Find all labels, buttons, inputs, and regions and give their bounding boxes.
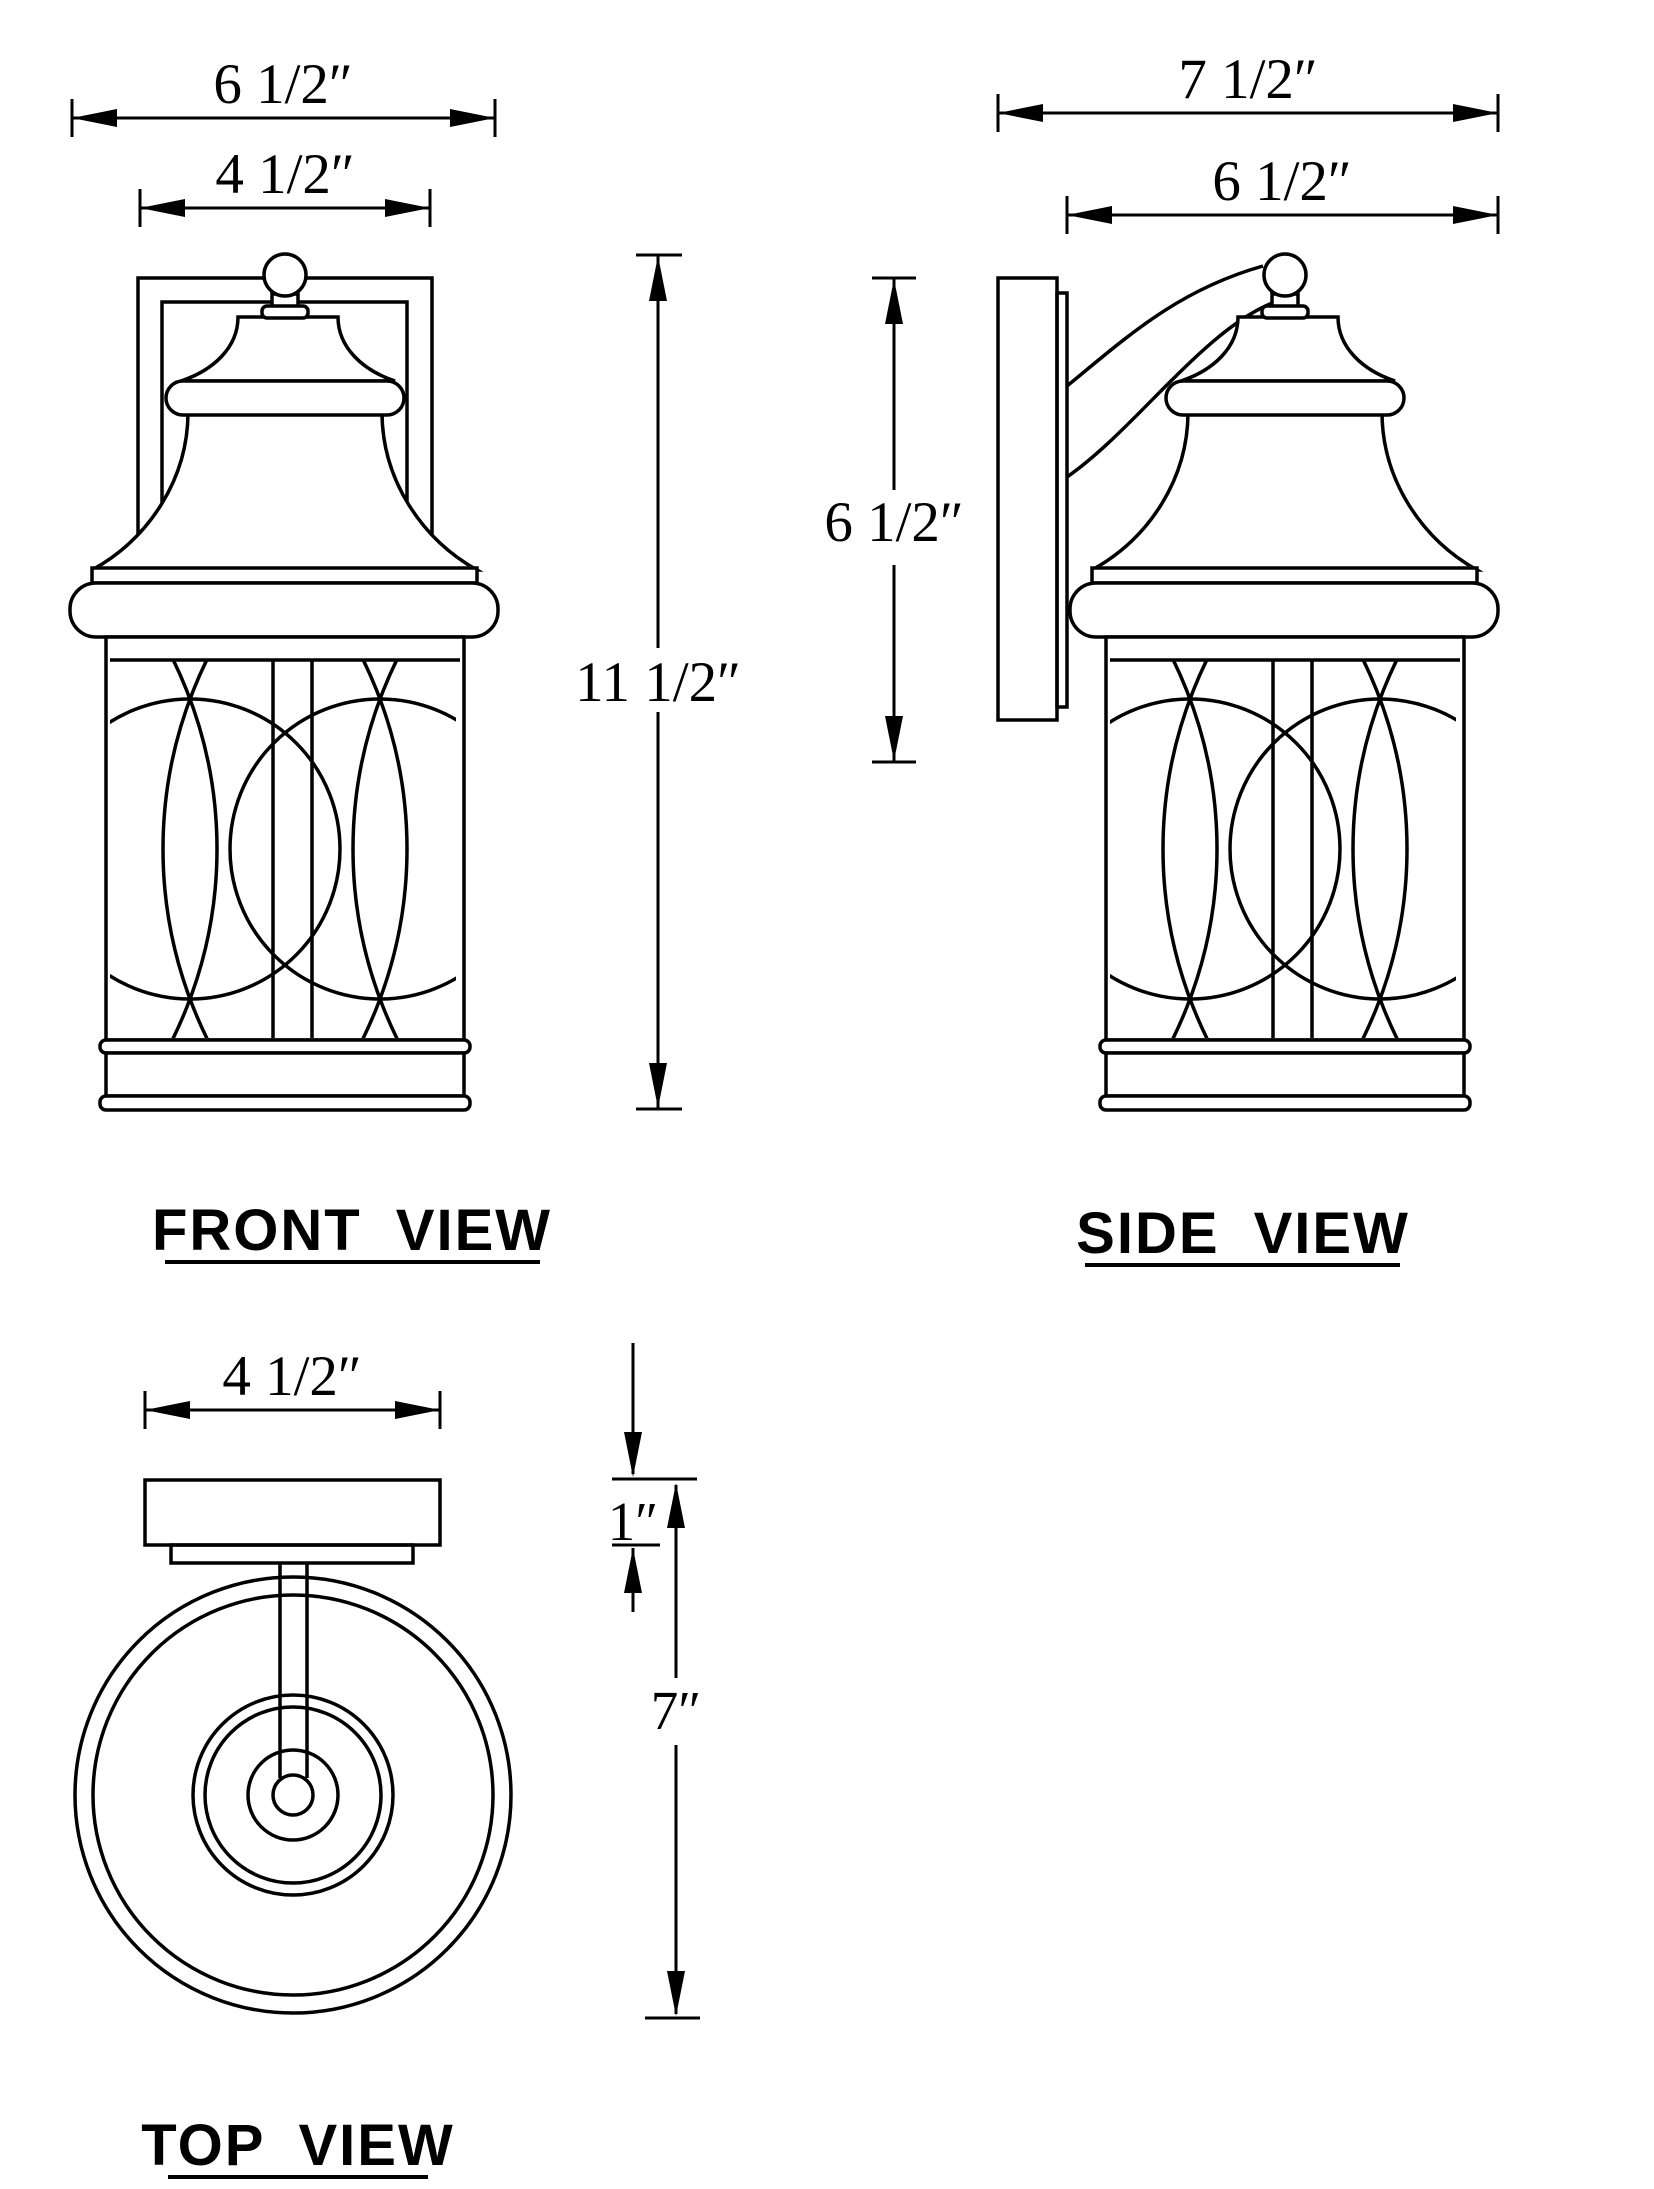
front-dim-overall-height-text: 11 1/2″ xyxy=(575,651,741,714)
side-dim-overall-depth: 7 1/2″ xyxy=(996,48,1500,132)
side-wall-plate xyxy=(996,276,1069,722)
top-dim-plate-width-text: 4 1/2″ xyxy=(222,1345,361,1408)
side-dim-overall-depth-text: 7 1/2″ xyxy=(1178,48,1317,111)
side-dim-plate-height-text: 6 1/2″ xyxy=(824,491,963,554)
front-dim-overall-width-text: 6 1/2″ xyxy=(213,53,352,116)
side-step-band xyxy=(1090,566,1479,585)
front-dim-plate-width-text: 4 1/2″ xyxy=(215,143,354,206)
top-wall-plate xyxy=(143,1478,442,1565)
front-lantern xyxy=(68,252,500,1112)
side-cap xyxy=(1180,315,1396,383)
top-dim-plate-depth-text: 1″ xyxy=(608,1491,658,1552)
front-body xyxy=(104,635,466,1042)
front-body-pattern xyxy=(110,660,456,1038)
side-lantern xyxy=(1068,252,1500,1112)
front-view-label-text: FRONT VIEW xyxy=(152,1198,552,1263)
top-dim-plate-width: 4 1/2″ xyxy=(143,1345,442,1429)
side-dim-lantern-depth: 6 1/2″ xyxy=(1065,150,1500,234)
front-dim-plate-width: 4 1/2″ xyxy=(138,143,432,227)
side-base-band xyxy=(1104,1051,1466,1098)
side-collar xyxy=(1068,581,1500,639)
front-mid-collar xyxy=(164,379,406,417)
side-mid-collar xyxy=(1164,379,1406,417)
side-base-rim-top xyxy=(1098,1038,1472,1055)
front-base-rim-top xyxy=(98,1038,472,1055)
top-lantern xyxy=(73,1563,513,2015)
front-step-band xyxy=(90,566,479,585)
side-body-pattern xyxy=(1110,660,1456,1038)
front-base-band xyxy=(104,1051,466,1098)
side-view-label: SIDE VIEW xyxy=(1076,1201,1410,1267)
side-body xyxy=(1104,635,1466,1042)
top-center-hub xyxy=(271,1773,315,1817)
side-view: 7 1/2″ 6 1/2″ 6 1/2″ xyxy=(824,48,1500,1267)
front-dim-overall-width: 6 1/2″ xyxy=(70,53,497,137)
side-bell xyxy=(1091,410,1484,572)
side-dim-plate-height: 6 1/2″ xyxy=(824,276,964,764)
side-view-label-text: SIDE VIEW xyxy=(1076,1201,1410,1266)
side-base-rim-bottom xyxy=(1098,1094,1472,1112)
front-view-label: FRONT VIEW xyxy=(152,1198,552,1264)
top-dim-plate-depth: 1″ xyxy=(608,1343,697,1612)
top-view-label: TOP VIEW xyxy=(141,2113,454,2179)
side-dim-lantern-depth-text: 6 1/2″ xyxy=(1212,150,1351,213)
front-base-rim-bottom xyxy=(98,1094,472,1112)
front-cap xyxy=(180,315,396,383)
front-dim-overall-height: 11 1/2″ xyxy=(575,253,741,1111)
side-finial-flange xyxy=(1260,304,1310,320)
front-finial-flange xyxy=(260,304,310,320)
front-view: 6 1/2″ 4 1/2″ 11 1/2″ xyxy=(68,53,741,1264)
top-view: 4 1/2″ 1″ xyxy=(73,1343,701,2179)
top-dim-total-depth: 7″ xyxy=(645,1483,701,2020)
top-dim-total-depth-text: 7″ xyxy=(651,1680,701,1741)
side-finial-ball xyxy=(1262,252,1308,298)
top-view-label-text: TOP VIEW xyxy=(141,2113,454,2178)
front-bell xyxy=(91,410,484,572)
front-finial-ball xyxy=(262,252,308,298)
front-collar xyxy=(68,581,500,639)
